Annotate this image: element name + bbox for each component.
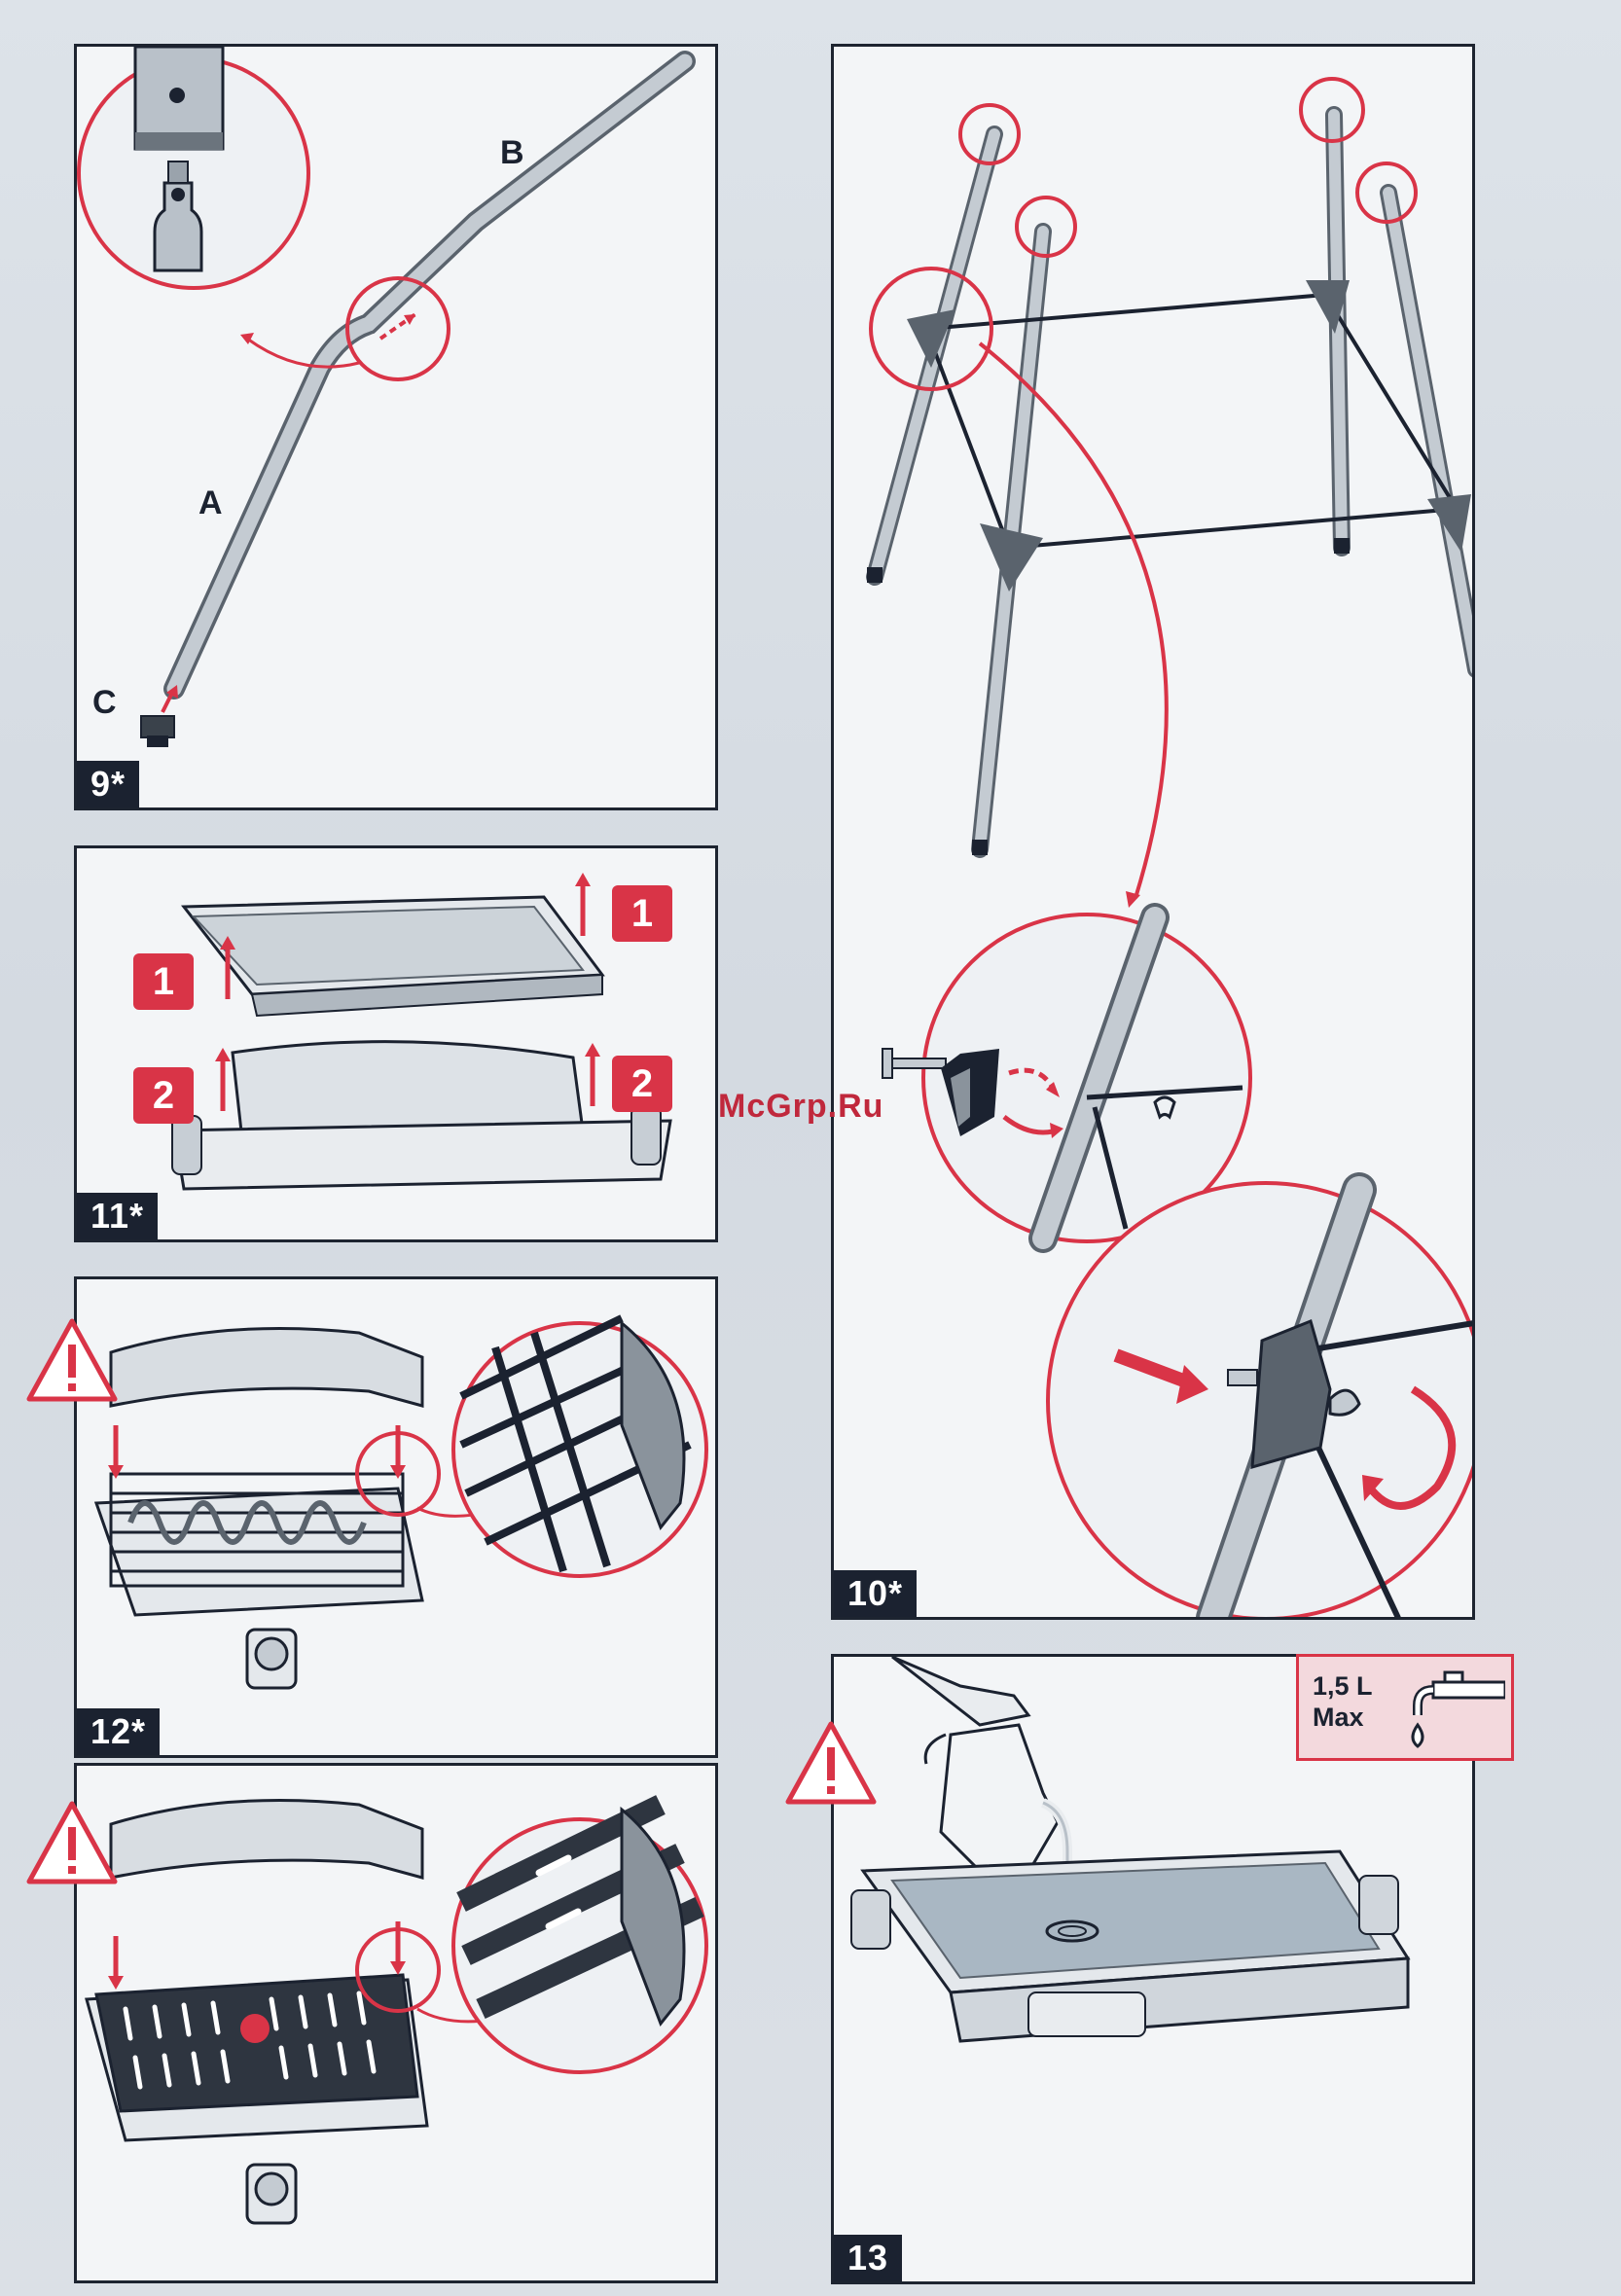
panel-step-12-plate xyxy=(74,1763,718,2283)
order-badge-2-left: 2 xyxy=(133,1067,194,1124)
panel-step-11: 1 1 2 2 11* xyxy=(74,845,718,1242)
step-13-label: 13 xyxy=(834,2235,902,2281)
order-badge-1-right: 1 xyxy=(612,885,672,942)
panel-step-12: 12* xyxy=(74,1276,718,1758)
watermark: McGrp.Ru xyxy=(718,1088,883,1126)
stand-leg-illustration xyxy=(77,47,718,810)
step-12-label: 12* xyxy=(77,1708,160,1755)
warning-icon xyxy=(784,1720,878,1806)
step-10-label: 10* xyxy=(834,1570,917,1617)
warning-icon xyxy=(25,1317,119,1403)
panel-step-10: 10* xyxy=(831,44,1475,1620)
part-label-c: C xyxy=(92,684,117,722)
stand-assembly-illustration xyxy=(834,47,1475,1620)
faucet-icon xyxy=(1404,1668,1505,1750)
panel-step-9: B A C 9* xyxy=(74,44,718,810)
step-9-label: 9* xyxy=(77,761,139,807)
warning-icon xyxy=(25,1800,119,1885)
capacity-box: 1,5 L Max xyxy=(1296,1654,1514,1761)
order-badge-2-right: 2 xyxy=(612,1056,672,1112)
capacity-volume: 1,5 L xyxy=(1313,1670,1373,1702)
part-label-b: B xyxy=(500,134,524,172)
capacity-max: Max xyxy=(1313,1702,1373,1733)
step-11-label: 11* xyxy=(77,1193,158,1239)
wire-grill-illustration xyxy=(77,1279,718,1758)
order-badge-1-left: 1 xyxy=(133,953,194,1010)
grill-plate-illustration xyxy=(77,1766,718,2283)
part-label-a: A xyxy=(198,484,223,522)
capacity-text: 1,5 L Max xyxy=(1313,1670,1373,1733)
